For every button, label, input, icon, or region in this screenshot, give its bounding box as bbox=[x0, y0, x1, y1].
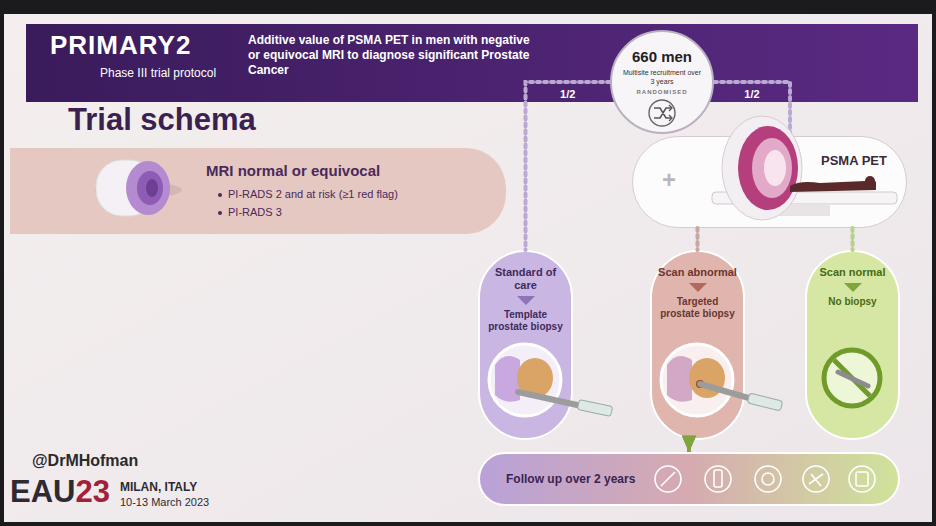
node-text: RANDOMISED bbox=[636, 89, 687, 95]
congress-logo: 23 bbox=[75, 474, 109, 510]
shuffle-icon bbox=[649, 100, 675, 126]
no-biopsy-illustration bbox=[824, 350, 880, 406]
arrow-connector bbox=[688, 440, 691, 452]
edge-label: 1/2 bbox=[560, 88, 575, 100]
randomisation-circle: 660 menMultisite recruitment over 3 year… bbox=[610, 30, 714, 134]
slide-title: Trial schema bbox=[68, 102, 256, 138]
congress-location: MILAN, ITALY bbox=[120, 480, 197, 494]
congress-logo: EAU bbox=[10, 474, 75, 510]
node-text: PI-RADS 3 bbox=[216, 206, 282, 218]
arrow-connector bbox=[688, 440, 691, 452]
edge-label: 1/2 bbox=[744, 88, 759, 100]
dotted-connector bbox=[851, 228, 855, 250]
node-text: Targeted prostate biopsy bbox=[658, 296, 737, 320]
scan-normal-capsule: Scan normal No biopsy bbox=[805, 250, 900, 440]
pet-scanner-illustration bbox=[712, 116, 897, 220]
plus-sign: + bbox=[662, 166, 676, 194]
node-text: No biopsy bbox=[828, 296, 876, 308]
pointer-triangle bbox=[517, 296, 535, 305]
node-heading: PSMA PET bbox=[821, 153, 887, 168]
node-heading: PRIMARY2 bbox=[50, 30, 191, 61]
node-heading: Standard of care bbox=[486, 266, 565, 292]
arrow-connector bbox=[688, 440, 691, 452]
follow-up-bar: Follow up over 2 years bbox=[478, 452, 900, 506]
dotted-connector bbox=[526, 82, 611, 250]
node-text: Multisite recruitment over 3 years bbox=[620, 68, 704, 86]
node-text: Additive value of PSMA PET in men with n… bbox=[248, 33, 538, 78]
node-heading: Scan normal bbox=[819, 266, 885, 279]
template-biopsy-illustration bbox=[489, 344, 613, 416]
pointer-triangle bbox=[844, 283, 862, 292]
node-text: PI-RADS 2 and at risk (≥1 red flag) bbox=[216, 188, 398, 200]
node-heading: Follow up over 2 years bbox=[506, 472, 635, 486]
follow-up-icons bbox=[655, 466, 875, 492]
pointer-triangle bbox=[689, 283, 707, 292]
dotted-connector bbox=[696, 228, 700, 250]
node-heading: 660 men bbox=[632, 48, 692, 65]
node-text: Phase III trial protocol bbox=[100, 66, 216, 80]
node-heading: Scan abnormal bbox=[658, 266, 737, 279]
mri-band: MRI normal or equivocalPI-RADS 2 and at … bbox=[10, 148, 506, 234]
congress-dates: 10-13 March 2023 bbox=[120, 496, 209, 508]
targeted-biopsy-illustration bbox=[661, 344, 783, 416]
node-text: Template prostate biopsy bbox=[486, 309, 565, 333]
banner: PRIMARY2Phase III trial protocol Additive… bbox=[26, 24, 918, 102]
node-heading: MRI normal or equivocal bbox=[206, 162, 380, 179]
author-handle: @DrMHofman bbox=[32, 452, 138, 470]
mri-scanner-icon bbox=[94, 160, 182, 216]
